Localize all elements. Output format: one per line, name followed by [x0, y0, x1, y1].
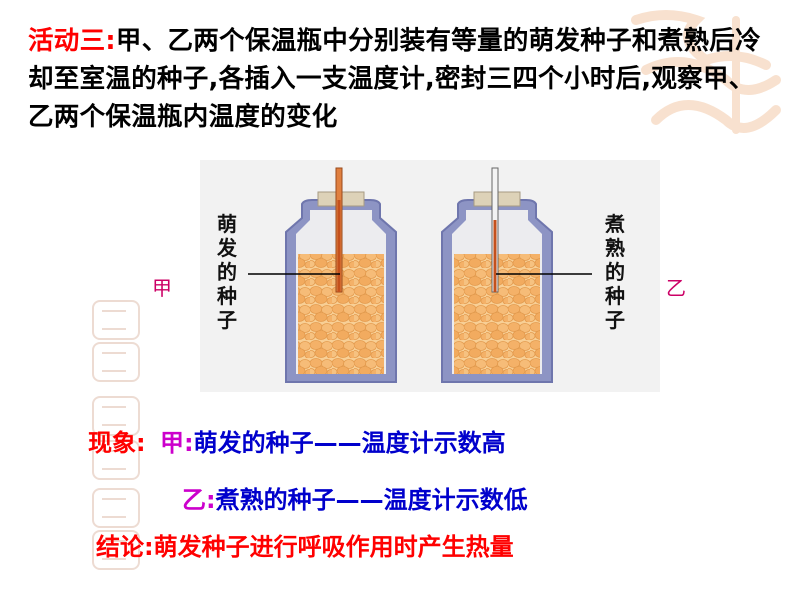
corner-seal-decoration — [616, 0, 786, 160]
observation-label: 现象: — [88, 429, 146, 457]
thermos-illustration — [248, 167, 592, 383]
stamp-decoration — [92, 300, 140, 340]
label-jia: 甲 — [152, 276, 172, 300]
conclusion-label: 结论: — [96, 533, 154, 561]
conclusion-text: 萌发种子进行呼吸作用时产生热量 — [153, 533, 514, 561]
conclusion-line: 结论:萌发种子进行呼吸作用时产生热量 — [96, 527, 514, 562]
observation-line-yi: 乙:煮熟的种子——温度计示数低 — [182, 480, 528, 515]
observation-line-jia: 现象: 甲:萌发的种子——温度计示数高 — [88, 423, 506, 458]
stamp-decoration — [92, 396, 140, 436]
observation-yi-text: 煮熟的种子——温度计示数低 — [215, 486, 528, 514]
stamp-decoration — [92, 440, 140, 480]
bottle-yi — [441, 167, 592, 383]
caption-cooked-seeds: 煮 熟 的 种 子 — [605, 212, 625, 332]
stamp-decoration — [92, 342, 140, 382]
activity-label: 活动三: — [28, 26, 116, 56]
observation-jia-prefix: 甲: — [159, 429, 194, 457]
activity-text: 甲、乙两个保温瓶中分别装有等量的萌发种子和煮熟后冷却至室温的种子,各插入一支温度… — [28, 26, 761, 132]
stamp-decoration — [92, 488, 140, 528]
observation-yi-prefix: 乙: — [182, 486, 216, 514]
bottle-jia — [248, 167, 397, 383]
label-yi: 乙 — [666, 276, 686, 300]
thermos-experiment-figure: 萌 发 的 种 子 煮 熟 的 种 子 — [200, 160, 660, 392]
caption-germinating-seeds: 萌 发 的 种 子 — [217, 212, 237, 332]
observation-jia-text: 萌发的种子——温度计示数高 — [193, 429, 506, 457]
activity-paragraph: 活动三:甲、乙两个保温瓶中分别装有等量的萌发种子和煮熟后冷却至室温的种子,各插入… — [28, 22, 773, 136]
stamp-decoration — [92, 530, 140, 570]
